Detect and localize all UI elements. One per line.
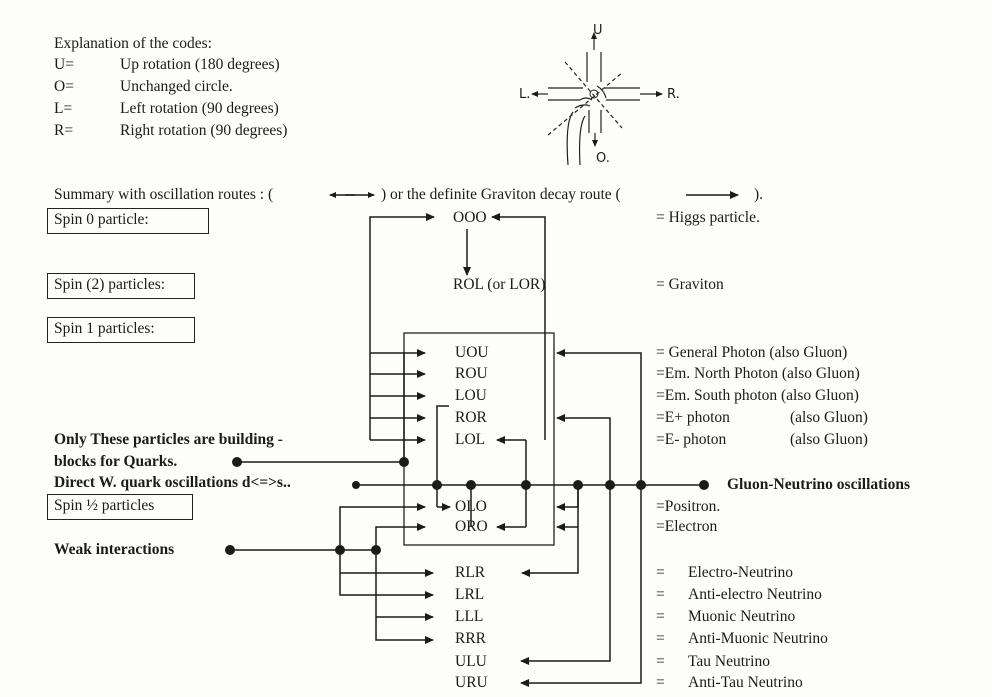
sketch-label-r: R. [667,87,680,102]
spin1-label: Spin 1 particles: [54,320,155,337]
spinhalf-label: Spin ½ particles [54,497,155,514]
spin2-label: Spin (2) particles: [54,276,166,293]
spin0-label: Spin 0 particle: [54,211,149,228]
summary-text-c: ). [754,186,764,203]
note-building-1: Only These particles are building - [54,431,283,448]
name-rrr: Anti-Muonic Neutrino [688,630,828,647]
name-higgs: = Higgs particle. [656,209,760,226]
legend-code-l: L= [54,100,73,117]
name-ulu: Tau Neutrino [688,653,770,670]
name-graviton: = Graviton [656,276,724,293]
name-oro: =Electron [656,518,718,535]
name-lol-b: (also Gluon) [790,431,868,448]
code-ulu: ULU [455,653,487,670]
eq-rrr: = [656,630,665,647]
legend-desc-l: Left rotation (90 degrees) [120,100,279,117]
name-ror-a: =E+ photon [656,409,730,426]
spin0-box: Spin 0 particle: [47,208,209,234]
note-building-2: blocks for Quarks. [54,453,178,470]
legend-heading: Explanation of the codes: [54,35,212,52]
eq-lrl: = [656,586,665,603]
code-lll: LLL [455,608,484,625]
code-rou: ROU [455,365,488,382]
junction-dots [225,457,709,555]
eq-lll: = [656,608,665,625]
code-uou: UOU [455,344,489,361]
legend-desc-u: Up rotation (180 degrees) [120,56,280,73]
summary-text-b: ) or the definite Graviton decay route ( [381,186,621,203]
quark-building-box [403,332,555,546]
sketch-label-u: U [593,23,603,38]
spinhalf-box: Spin ½ particles [47,494,193,520]
name-lrl: Anti-electro Neutrino [688,586,822,603]
summary-text-a: Summary with oscillation routes : ( [54,186,274,203]
legend-code-o: O= [54,78,74,95]
code-rol: ROL (or LOR) [453,276,546,293]
code-lol: LOL [455,431,486,448]
code-rrr: RRR [455,630,487,647]
legend-desc-o: Unchanged circle. [120,78,233,95]
code-rlr: RLR [455,564,486,581]
code-uru: URU [455,674,488,691]
note-direct-w: Direct W. quark oscillations d<=>s.. [54,474,291,491]
eq-rlr: = [656,564,665,581]
legend-code-u: U= [54,56,74,73]
name-olo: =Positron. [656,498,721,515]
name-rou: =Em. North Photon (also Gluon) [656,365,860,382]
legend-code-r: R= [54,122,74,139]
rotation-cross-sketch [531,32,663,166]
name-ror-b: (also Gluon) [790,409,868,426]
spin2-box: Spin (2) particles: [47,273,195,299]
code-ooo: OOO [453,209,487,226]
sketch-label-l: L. [519,87,531,102]
note-weak: Weak interactions [54,541,175,558]
name-lou: =Em. South photon (also Gluon) [656,387,859,404]
legend-desc-r: Right rotation (90 degrees) [120,122,288,139]
code-lou: LOU [455,387,487,404]
spin1-box: Spin 1 particles: [47,317,195,343]
eq-ulu: = [656,653,665,670]
oscillation-routes [230,213,700,687]
note-gluon-neutrino: Gluon-Neutrino oscillations [727,476,911,493]
name-lol-a: =E- photon [656,431,727,448]
sketch-label-o: O. [596,151,610,166]
eq-uru: = [656,674,665,691]
name-rlr: Electro-Neutrino [688,564,794,581]
code-lrl: LRL [455,586,485,603]
name-uou: = General Photon (also Gluon) [656,344,848,361]
name-lll: Muonic Neutrino [688,608,796,625]
code-ror: ROR [455,409,487,426]
name-uru: Anti-Tau Neutrino [688,674,803,691]
